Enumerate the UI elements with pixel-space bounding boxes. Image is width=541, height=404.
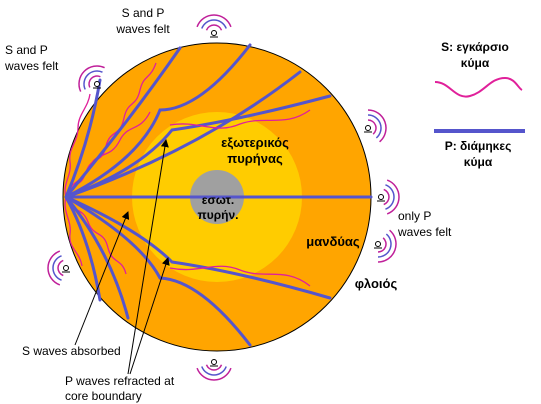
seismic-ripple-icon bbox=[201, 19, 227, 29]
legend-s-wave-line1: S: εγκάρσιο bbox=[441, 40, 509, 54]
inner-core-label-line1: εσωτ. bbox=[202, 193, 234, 207]
seismic-ripple-icon bbox=[47, 250, 61, 286]
seismic-ripple-icon bbox=[385, 184, 395, 210]
seismometer-icon bbox=[364, 109, 387, 143]
seismometer-icon bbox=[196, 14, 232, 38]
seismic-ripple-icon bbox=[383, 188, 390, 206]
seismic-ripple-icon bbox=[205, 24, 223, 31]
s-and-p-top-line1: S and P bbox=[122, 6, 165, 20]
s-and-p-left-line2: waves felt bbox=[4, 59, 59, 73]
outer-core-label-line1: εξωτερικός bbox=[221, 135, 289, 150]
outer-core-label-line2: πυρήνας bbox=[227, 151, 283, 166]
p-refracted-line1: P waves refracted at bbox=[65, 374, 175, 388]
seismometer-icon bbox=[374, 229, 397, 263]
s-and-p-top-line2: waves felt bbox=[115, 22, 170, 36]
p-refracted-line2: core boundary bbox=[65, 389, 142, 403]
crust-label: φλοιός bbox=[355, 276, 398, 291]
legend-p-wave-line1: P: διάμηκες bbox=[445, 139, 512, 153]
seismic-ripple-icon bbox=[88, 75, 101, 88]
legend-s-wave-line2: κύμα bbox=[461, 56, 490, 70]
seismic-ripple-icon bbox=[367, 109, 387, 143]
seismic-ripple-icon bbox=[196, 14, 232, 28]
only-p-line1: only P bbox=[398, 209, 431, 223]
seismic-ripple-icon bbox=[386, 179, 400, 215]
seismic-ripple-icon bbox=[377, 229, 397, 263]
seismic-ripple-icon bbox=[377, 237, 387, 253]
seismic-ripple-icon bbox=[196, 367, 232, 381]
seismometer-icon bbox=[196, 359, 232, 381]
mantle-label: μανδύας bbox=[306, 234, 360, 249]
only-p-line2: waves felt bbox=[397, 225, 452, 239]
seismic-ripple-icon bbox=[78, 65, 105, 92]
seismometer-icon bbox=[78, 65, 105, 92]
seismic-ripple-icon bbox=[367, 114, 382, 139]
seismic-ripple-icon bbox=[377, 233, 392, 258]
seismic-ripple-icon bbox=[201, 366, 227, 376]
seismometer-group bbox=[47, 14, 400, 381]
seismic-ripple-icon bbox=[367, 119, 377, 135]
inner-core-label-line2: πυρήν. bbox=[198, 208, 239, 222]
s-and-p-left-line1: S and P bbox=[5, 43, 48, 57]
p-wave-accents bbox=[169, 109, 311, 287]
s-absorbed-label: S waves absorbed bbox=[22, 344, 121, 358]
legend-s-wave-swatch bbox=[434, 76, 523, 98]
seismic-ripple-icon bbox=[57, 259, 64, 277]
seismic-ripple-icon bbox=[83, 70, 103, 90]
seismometer-icon bbox=[377, 179, 400, 215]
seismometer-icon bbox=[47, 250, 70, 286]
seismic-ripple-icon bbox=[52, 255, 62, 281]
seismic-ripple-icon bbox=[205, 364, 223, 371]
callout-arrows bbox=[74, 139, 170, 375]
legend-p-wave-line2: κύμα bbox=[464, 155, 493, 169]
p-wave-paths bbox=[64, 43, 373, 347]
